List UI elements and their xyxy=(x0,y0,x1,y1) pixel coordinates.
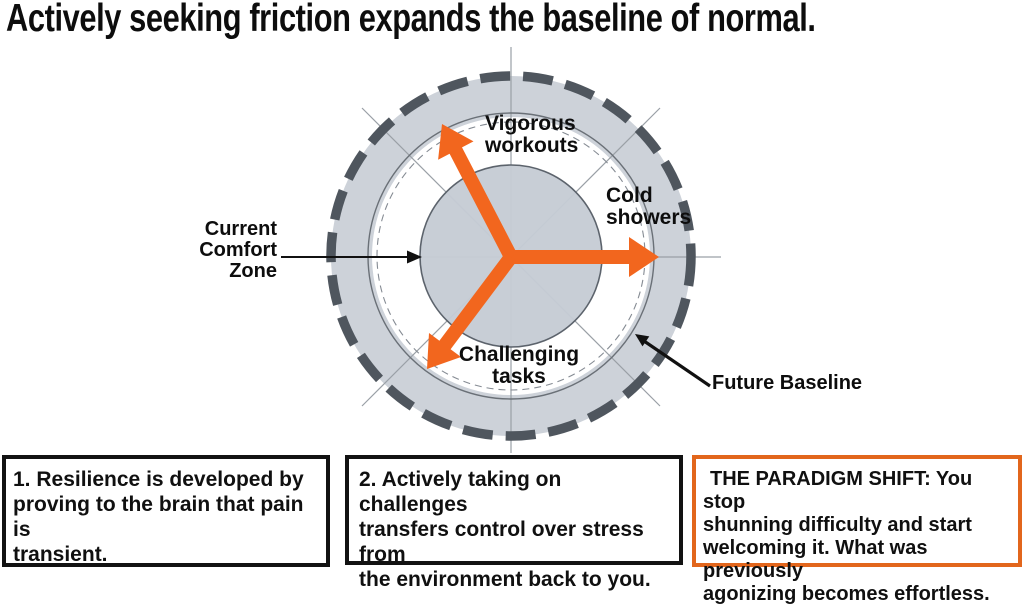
orange-arrow-down-left xyxy=(427,252,517,369)
label-vigorous-workouts: Vigorous workouts xyxy=(485,112,579,157)
comfort-zone-diagram xyxy=(281,47,721,453)
label-challenging-tasks: Challenging tasks xyxy=(458,343,580,388)
orange-arrow-up-left xyxy=(438,124,518,261)
orange-arrow-right xyxy=(511,237,659,277)
label-cold-showers: Cold showers xyxy=(606,184,692,229)
label-current-comfort-zone: Current Comfort Zone xyxy=(199,218,277,282)
note-box-control: 2. Actively taking on challenges transfe… xyxy=(345,455,683,591)
future-baseline-pointer-arrow xyxy=(635,334,711,388)
comfort-zone-pointer-arrow xyxy=(281,250,422,264)
note-box-paradigm-shift: THE PARADIGM SHIFT: You stop shunning di… xyxy=(692,455,1022,605)
note-box-resilience: 1. Resilience is developed by proving to… xyxy=(2,455,330,567)
page-title: Actively seeking friction expands the ba… xyxy=(6,0,816,40)
label-future-baseline: Future Baseline xyxy=(712,372,863,394)
expansion-arrows xyxy=(427,124,659,369)
